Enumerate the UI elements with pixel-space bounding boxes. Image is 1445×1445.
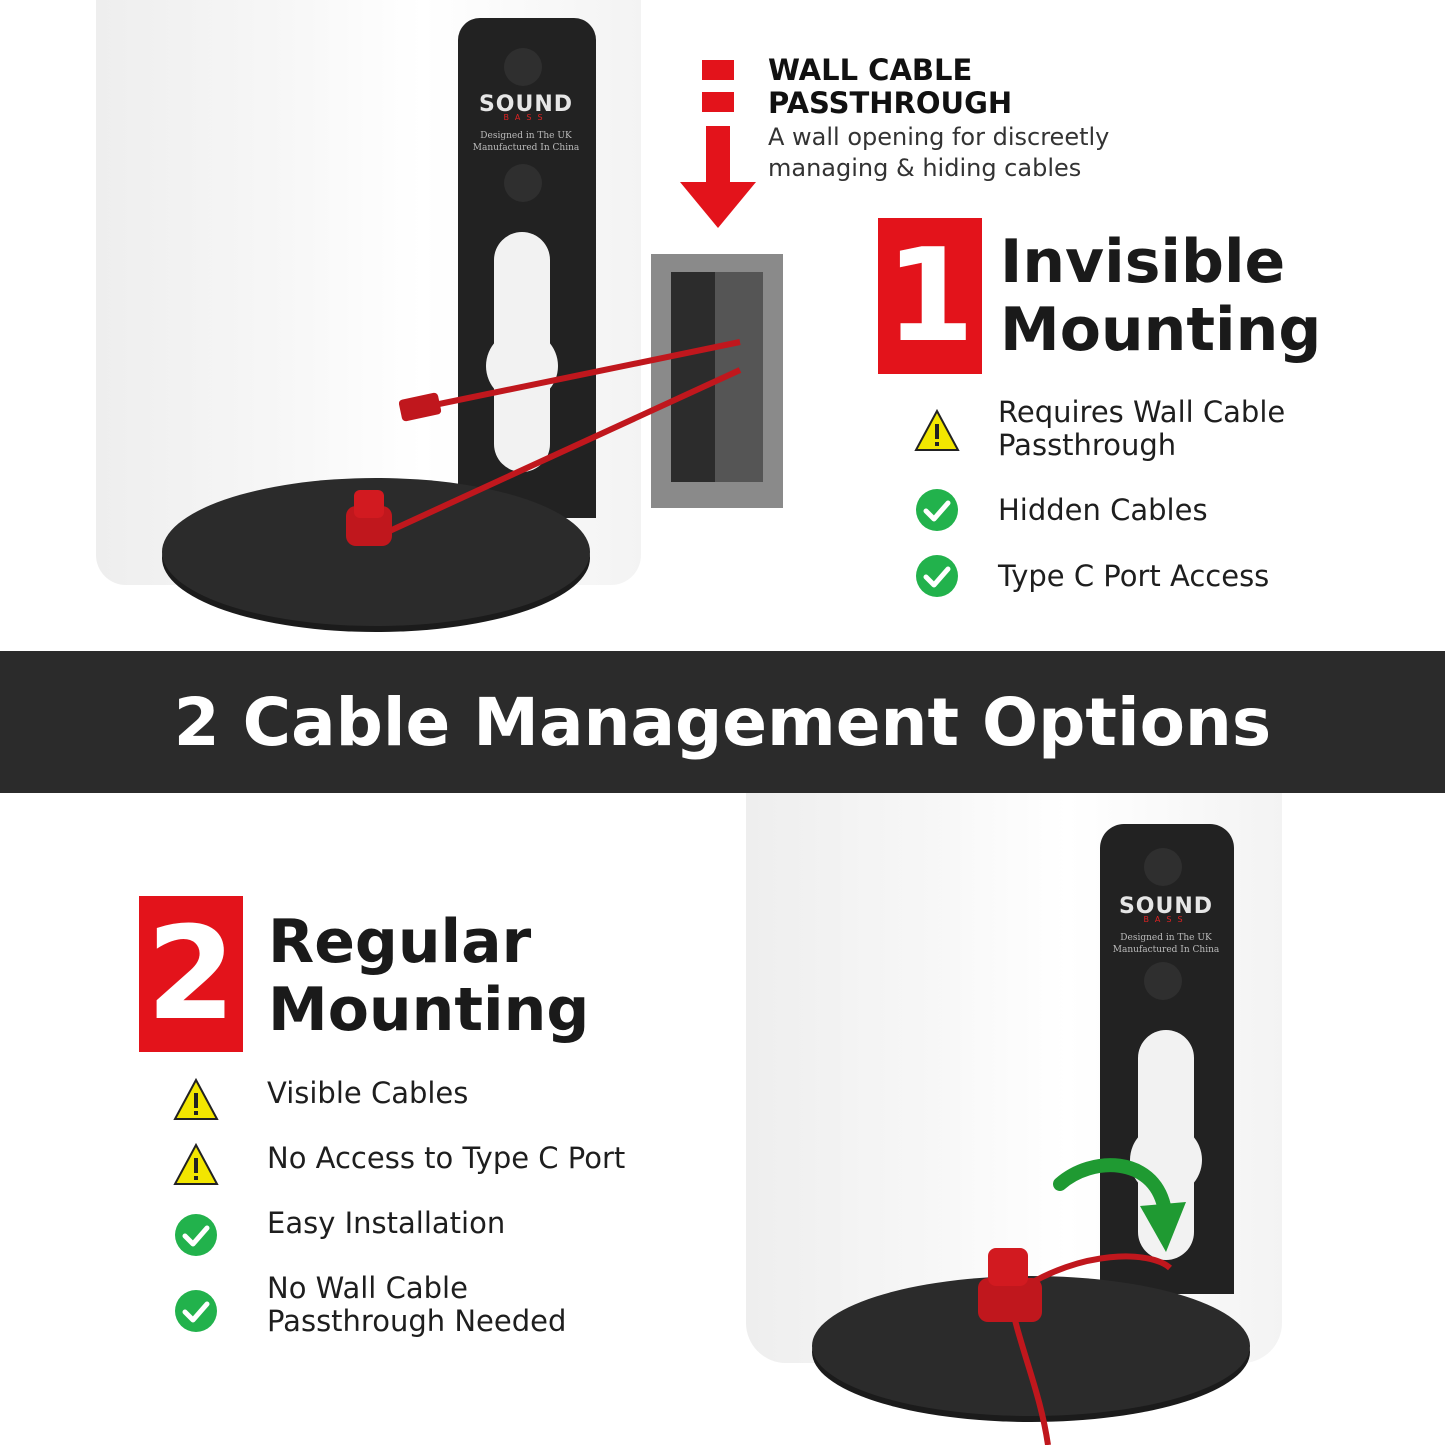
option2-feature-4: No Wall Cable Passthrough Needed [267,1272,566,1338]
check-icon [175,1214,217,1256]
brand-logo-text: SOUND [478,92,574,117]
warning-icon [173,1077,219,1120]
warning-icon [914,408,960,451]
option2-feature-1: Visible Cables [267,1076,469,1110]
option2-feature-2: No Access to Type C Port [267,1141,626,1175]
brand-designed-text: Designed in The UK [1120,933,1212,943]
down-arrow-icon [680,60,756,228]
option1-title-line1: Invisible [1000,227,1286,297]
screw-hole-2-top [504,164,542,202]
option2-feature-4-line2: Passthrough Needed [267,1304,567,1338]
option1-feature-1-line2: Passthrough [998,428,1177,462]
option1-feature-2: Hidden Cables [998,493,1208,527]
brand-label-top: SOUND BASS Designed in The UK Manufacture… [462,92,590,154]
option2-feature-3: Easy Installation [267,1206,506,1240]
option2-feature-4-line1: No Wall Cable [267,1271,468,1305]
option2-title: Regular Mounting [268,908,589,1044]
banner-title: 2 Cable Management Options [173,683,1272,761]
brand-manufactured-text: Manufactured In China [1112,945,1220,955]
option1-title-line2: Mounting [1000,295,1322,365]
screw-hole-1-bottom [1144,848,1182,886]
option1-feature-3: Type C Port Access [998,559,1270,593]
callout-title-line1: WALL CABLE [768,53,973,87]
screw-hole-1-top [504,48,542,86]
callout-desc-line1: A wall opening for discreetly [768,123,1110,151]
brand-designed-text: Designed in The UK [480,131,572,141]
brand-sub-text: BASS [1143,915,1189,924]
option1-feature-1: Requires Wall Cable Passthrough [998,396,1285,462]
callout-desc-line2: managing & hiding cables [768,154,1082,182]
callout-title-line2: PASSTHROUGH [768,86,1013,120]
cables-bottom [978,1248,1173,1445]
brand-logo-text: SOUND [1118,894,1214,919]
option2-title-line2: Mounting [268,975,590,1045]
brand-manufactured-text: Manufactured In China [472,143,580,153]
wall-passthrough-callout: WALL CABLE PASSTHROUGH A wall opening fo… [768,54,1109,184]
check-icon [916,489,958,531]
check-icon [175,1290,217,1332]
screw-hole-2-bottom [1144,962,1182,1000]
rotate-arrow-icon [1053,1158,1186,1252]
cables-top [346,339,742,546]
option1-feature-1-line1: Requires Wall Cable [998,395,1286,429]
brand-sub-text: BASS [503,113,549,122]
options-banner: 2 Cable Management Options [0,651,1445,793]
keyhole-round-bottom [1130,1124,1202,1196]
brand-label-bottom: SOUND BASS Designed in The UK Manufacture… [1104,894,1228,956]
option1-title: Invisible Mounting [1000,228,1321,364]
option1-number-badge: 1 [878,218,982,374]
check-icon [916,555,958,597]
option2-number-badge: 2 [139,896,243,1052]
warning-icon [173,1142,219,1185]
option2-title-line1: Regular [268,907,532,977]
